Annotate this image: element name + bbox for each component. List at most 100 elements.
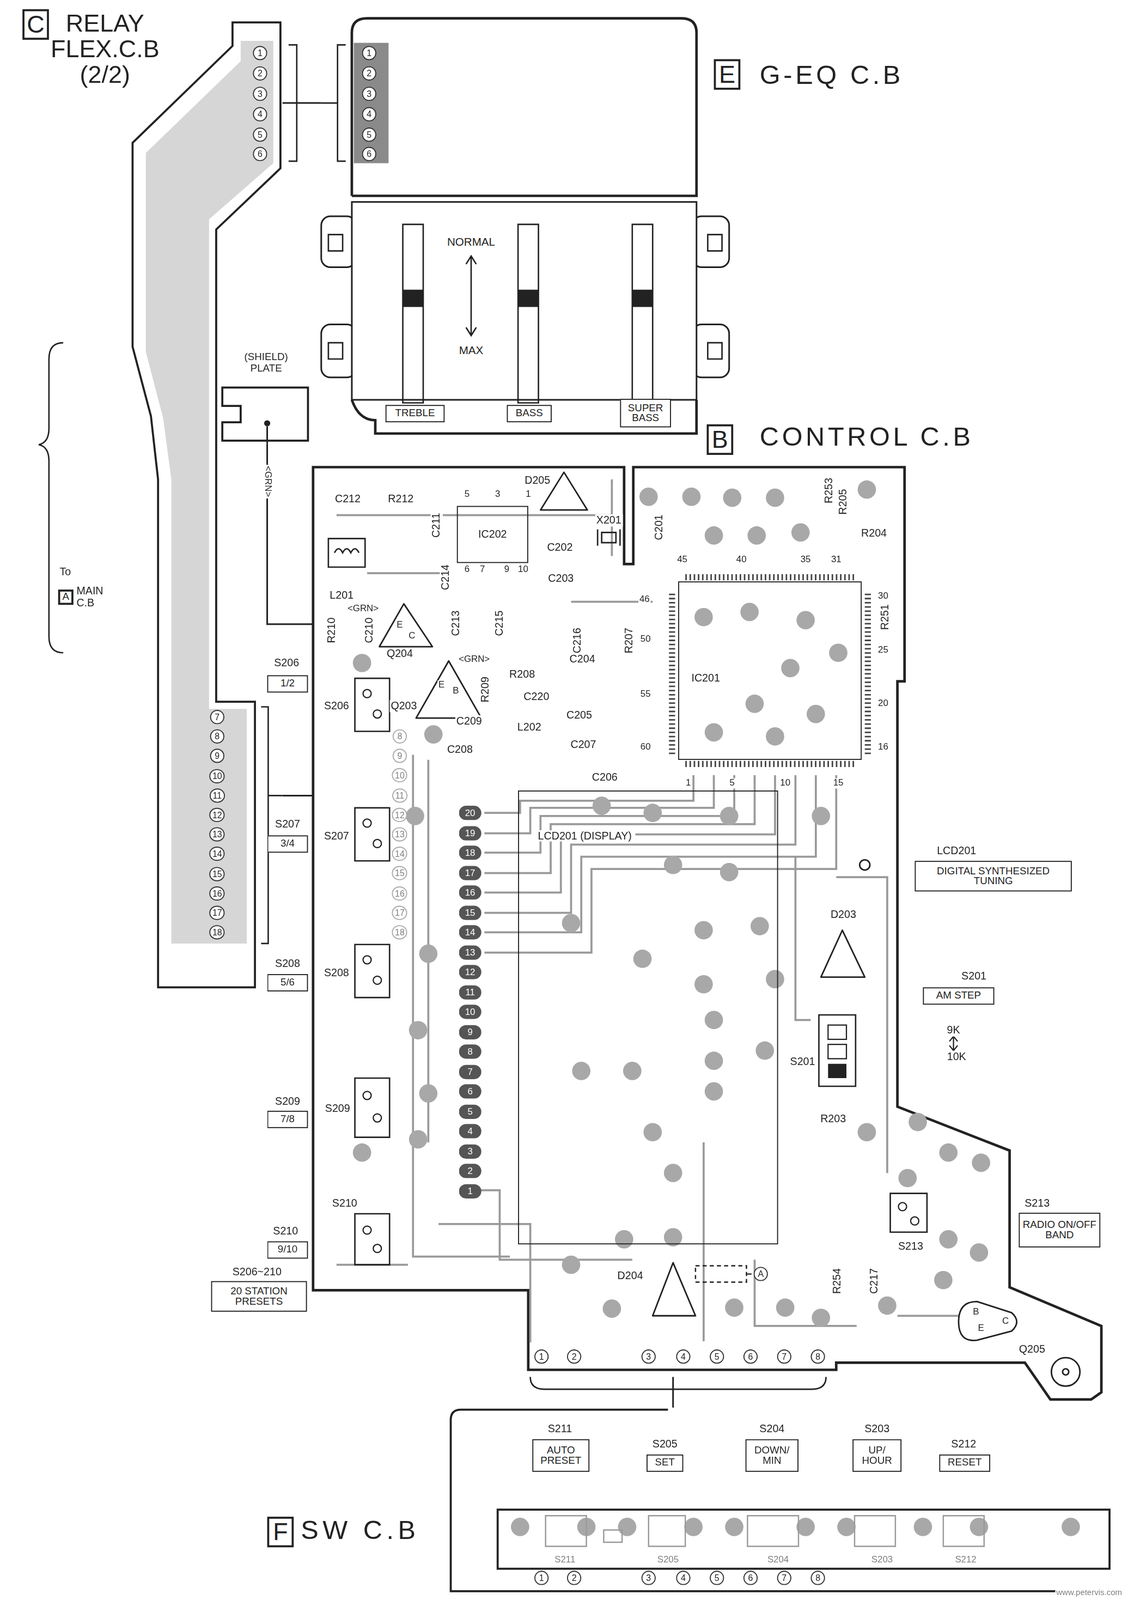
slider-knobs <box>403 289 654 308</box>
sw-board-outline <box>450 1409 1111 1591</box>
callout-label: 20 <box>876 698 889 710</box>
callout-label: R203 <box>819 1112 847 1125</box>
pin-number: 18 <box>459 845 482 860</box>
connector <box>282 794 314 797</box>
caption-text: 1/2 <box>280 678 295 690</box>
switch-symbols <box>355 678 928 1265</box>
pin-number: 5 <box>459 1104 482 1119</box>
callout-label: R254 <box>831 1266 844 1295</box>
callout-label: 1 <box>524 489 532 501</box>
board-letter: E <box>718 61 736 88</box>
callout-label: S204 <box>766 1555 790 1566</box>
geq-ear <box>692 324 729 377</box>
callout-label: E <box>977 1323 986 1334</box>
callout-label: C <box>1001 1316 1010 1327</box>
callout-label: 60 <box>639 742 652 753</box>
wire <box>266 426 268 444</box>
callout-label: E <box>395 619 404 631</box>
callout-label: 5 <box>463 489 471 501</box>
callout-label: S209 <box>324 1102 352 1115</box>
callout-label: 55 <box>639 689 652 700</box>
caption-box: SUPER BASS <box>619 398 672 428</box>
pin-number: 8 <box>392 729 407 744</box>
pin-number: 2 <box>252 66 267 81</box>
pin-number: 7 <box>210 709 225 724</box>
pin-number: 2 <box>567 1570 582 1585</box>
callout-label: S205 <box>656 1555 680 1566</box>
wire-label: <GRN> <box>261 464 273 498</box>
callout-label: S213 <box>1023 1197 1051 1210</box>
caption-box: 7/8 <box>267 1110 309 1129</box>
pin-number: 6 <box>252 147 267 162</box>
callout-label: 5 <box>728 778 736 789</box>
pin-number: 11 <box>459 984 482 999</box>
callout-label: MAX <box>458 343 485 357</box>
semiconductor-outlines <box>379 472 1017 1341</box>
letter-box: B <box>706 424 734 455</box>
curly-bracket <box>38 342 64 653</box>
callout-label: C214 <box>439 563 452 591</box>
pin-number: 15 <box>391 866 408 881</box>
pin-number: 6 <box>459 1083 482 1099</box>
pin-number: 5 <box>362 127 377 142</box>
caption-box: 3/4 <box>267 834 309 853</box>
component-outline: IC201 <box>678 581 862 760</box>
component-outline: LCD201 (DISPLAY) <box>517 790 778 1245</box>
callout-label: R207 <box>623 626 636 655</box>
board-title: (SHIELD) PLATE <box>227 351 306 374</box>
caption-box: SET <box>646 1454 684 1472</box>
pin-number: 10 <box>391 768 408 783</box>
callout-label: C207 <box>569 738 598 751</box>
circuit-board: RELAY FLEX.C.B (2/2) <box>127 22 283 992</box>
callout-label: B <box>451 686 460 697</box>
pin-number: 1 <box>362 45 377 60</box>
callout-label: 30 <box>876 591 889 602</box>
callout-label: S211 <box>546 1422 573 1435</box>
callout-label: R251 <box>879 602 892 631</box>
callout-label: S201 <box>789 1055 817 1068</box>
flex-outline <box>132 22 280 987</box>
caption-text: SET <box>655 1457 675 1469</box>
callout-label: C208 <box>446 743 474 756</box>
board-title: SW C.B <box>300 1516 420 1545</box>
callout-label: 16 <box>876 742 889 753</box>
connector <box>267 443 314 624</box>
callout-label: S213 <box>897 1240 925 1253</box>
pin-number: 4 <box>675 1349 691 1364</box>
coil-symbol <box>328 538 365 567</box>
callout-label: 3 <box>494 489 502 501</box>
letter-box: A <box>58 589 74 605</box>
pin-number: 9 <box>392 748 407 764</box>
callout-label: E <box>437 680 446 691</box>
pin-number: 2 <box>567 1349 582 1364</box>
pin-number: 1 <box>252 45 267 60</box>
callout-label: C216 <box>571 626 584 655</box>
callout-label: L202 <box>516 721 542 734</box>
callout-label: C204 <box>568 653 597 666</box>
board-letter: F <box>272 1519 288 1545</box>
caption-box: 5/6 <box>267 973 309 992</box>
geq-base <box>351 399 697 434</box>
callout-label: C203 <box>546 572 575 585</box>
callout-label: X201 <box>595 514 623 527</box>
callout-label: R204 <box>860 527 888 540</box>
callout-label: Q203 <box>389 699 419 712</box>
callout-label: S210 <box>271 1224 300 1237</box>
callout-label: 31 <box>830 555 843 566</box>
pin-number: 12 <box>459 964 482 979</box>
wire-dot <box>264 419 271 426</box>
dashed-part <box>695 1265 747 1283</box>
letter-box: E <box>714 59 741 90</box>
leader-line <box>746 1035 959 1274</box>
callout-label: S206~210 <box>231 1265 283 1278</box>
pin-number: 7 <box>777 1349 792 1364</box>
pin-number: 8 <box>459 1044 482 1059</box>
callout-label: Q205 <box>1017 1343 1047 1356</box>
callout-label: 15 <box>832 778 845 789</box>
pin-number: 6 <box>362 147 377 162</box>
copper-pads <box>352 480 1081 1536</box>
component-name: IC201 <box>689 672 723 684</box>
callout-label: S212 <box>954 1555 978 1566</box>
